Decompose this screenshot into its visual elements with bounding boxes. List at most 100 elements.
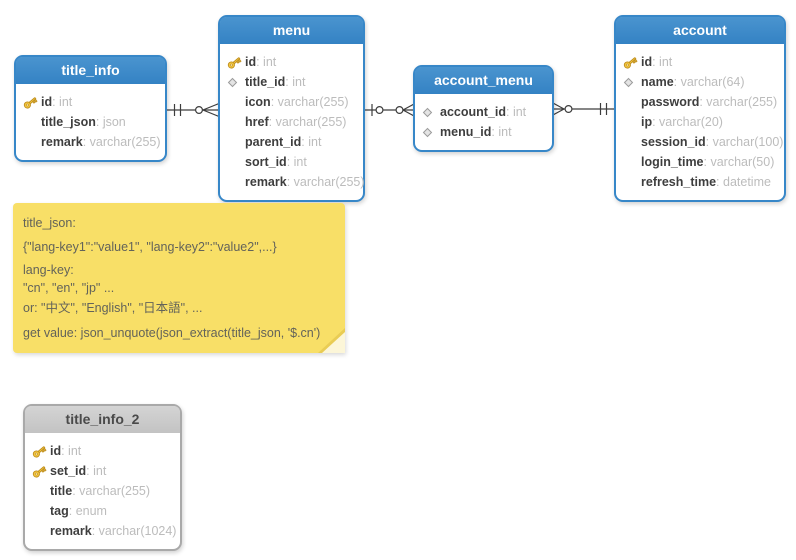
field-row-remark[interactable]: remark: varchar(255)	[225, 172, 365, 192]
field-type: : varchar(255)	[699, 95, 778, 109]
field-row-title[interactable]: title: varchar(255)	[30, 481, 174, 501]
foreign-key-diamond-icon	[621, 75, 641, 90]
field-type: : int	[652, 55, 673, 69]
field-name: id	[50, 444, 62, 458]
field-type: : int	[285, 75, 306, 89]
field-name: id	[41, 95, 53, 109]
field-row-set_id[interactable]: set_id: int	[30, 461, 174, 481]
field-row-title_json[interactable]: title_json: json	[21, 112, 159, 132]
connector-account_menu-account[interactable]	[551, 101, 616, 117]
no-icon	[225, 115, 245, 130]
no-icon	[621, 95, 641, 110]
field-row-remark[interactable]: remark: varchar(255)	[21, 132, 161, 152]
field-name: href	[245, 115, 269, 129]
no-icon	[621, 175, 641, 190]
field-name: session_id	[641, 135, 706, 149]
field-type: : int	[301, 135, 322, 149]
table-header-account_menu[interactable]: account_menu	[415, 67, 552, 96]
field-type: : int	[61, 444, 82, 458]
sticky-note-text: title_json: {"lang-key1":"value1", "lang-…	[23, 216, 335, 341]
table-header-account[interactable]: account	[616, 17, 784, 46]
note-line: get value: json_unquote(json_extract(tit…	[23, 326, 321, 340]
field-type: : int	[86, 464, 107, 478]
no-icon	[621, 155, 641, 170]
field-row-icon[interactable]: icon: varchar(255)	[225, 92, 357, 112]
field-name: password	[641, 95, 700, 109]
connector-title_info-menu[interactable]	[167, 102, 220, 118]
field-row-login_time[interactable]: login_time: varchar(50)	[621, 152, 778, 172]
field-type: : varchar(255)	[286, 175, 365, 189]
field-row-name[interactable]: name: varchar(64)	[621, 72, 778, 92]
field-name: menu_id	[440, 125, 492, 139]
field-row-session_id[interactable]: session_id: varchar(100)	[621, 132, 783, 152]
field-name: name	[641, 75, 674, 89]
field-type: : int	[506, 105, 527, 119]
no-icon	[225, 175, 245, 190]
field-row-title_id[interactable]: title_id: int	[225, 72, 357, 92]
sticky-note[interactable]: title_json: {"lang-key1":"value1", "lang-…	[13, 203, 345, 353]
field-row-id[interactable]: id: int	[21, 92, 159, 112]
field-name: icon	[245, 95, 271, 109]
connector-menu-account_menu[interactable]	[365, 102, 416, 118]
field-row-ip[interactable]: ip: varchar(20)	[621, 112, 778, 132]
field-type: : varchar(255)	[72, 484, 151, 498]
field-row-refresh_time[interactable]: refresh_time: datetime	[621, 172, 778, 192]
field-type: : varchar(255)	[82, 135, 161, 149]
field-type: : varchar(1024)	[91, 524, 177, 538]
no-icon	[621, 135, 641, 150]
field-name: tag	[50, 504, 69, 518]
note-folded-corner-icon	[322, 332, 345, 353]
primary-key-icon	[621, 55, 641, 70]
field-name: title_id	[245, 75, 286, 89]
field-type: : varchar(64)	[673, 75, 745, 89]
no-icon	[225, 155, 245, 170]
field-row-id[interactable]: id: int	[30, 441, 174, 461]
field-name: remark	[50, 524, 92, 538]
field-name: refresh_time	[641, 175, 717, 189]
field-type: : varchar(20)	[652, 115, 723, 129]
field-name: title_json	[41, 115, 96, 129]
table-header-title_info_2[interactable]: title_info_2	[25, 406, 180, 435]
field-type: : int	[286, 155, 307, 169]
field-type: : int	[491, 125, 512, 139]
no-icon	[21, 135, 41, 150]
field-row-password[interactable]: password: varchar(255)	[621, 92, 778, 112]
field-row-parent_id[interactable]: parent_id: int	[225, 132, 357, 152]
field-name: account_id	[440, 105, 506, 119]
field-row-menu_id[interactable]: menu_id: int	[420, 122, 546, 142]
field-name: set_id	[50, 464, 87, 478]
note-line: title_json:	[23, 216, 76, 230]
field-row-tag[interactable]: tag: enum	[30, 501, 174, 521]
no-icon	[621, 115, 641, 130]
field-row-id[interactable]: id: int	[621, 52, 778, 72]
field-name: login_time	[641, 155, 704, 169]
primary-key-icon	[21, 95, 41, 110]
field-name: id	[641, 55, 653, 69]
field-name: title	[50, 484, 73, 498]
field-name: remark	[41, 135, 83, 149]
field-row-account_id[interactable]: account_id: int	[420, 102, 546, 122]
foreign-key-diamond-icon	[420, 125, 440, 140]
no-icon	[30, 504, 50, 519]
field-row-sort_id[interactable]: sort_id: int	[225, 152, 357, 172]
field-name: sort_id	[245, 155, 287, 169]
note-line: or: "中文", "English", "日本語", ...	[23, 301, 203, 315]
table-header-menu[interactable]: menu	[220, 17, 363, 46]
field-row-id[interactable]: id: int	[225, 52, 357, 72]
field-row-remark[interactable]: remark: varchar(1024)	[30, 521, 177, 541]
field-type: : datetime	[716, 175, 771, 189]
table-header-title_info[interactable]: title_info	[16, 57, 165, 86]
field-row-href[interactable]: href: varchar(255)	[225, 112, 357, 132]
note-line: {"lang-key1":"value1", "lang-key2":"valu…	[23, 240, 277, 254]
